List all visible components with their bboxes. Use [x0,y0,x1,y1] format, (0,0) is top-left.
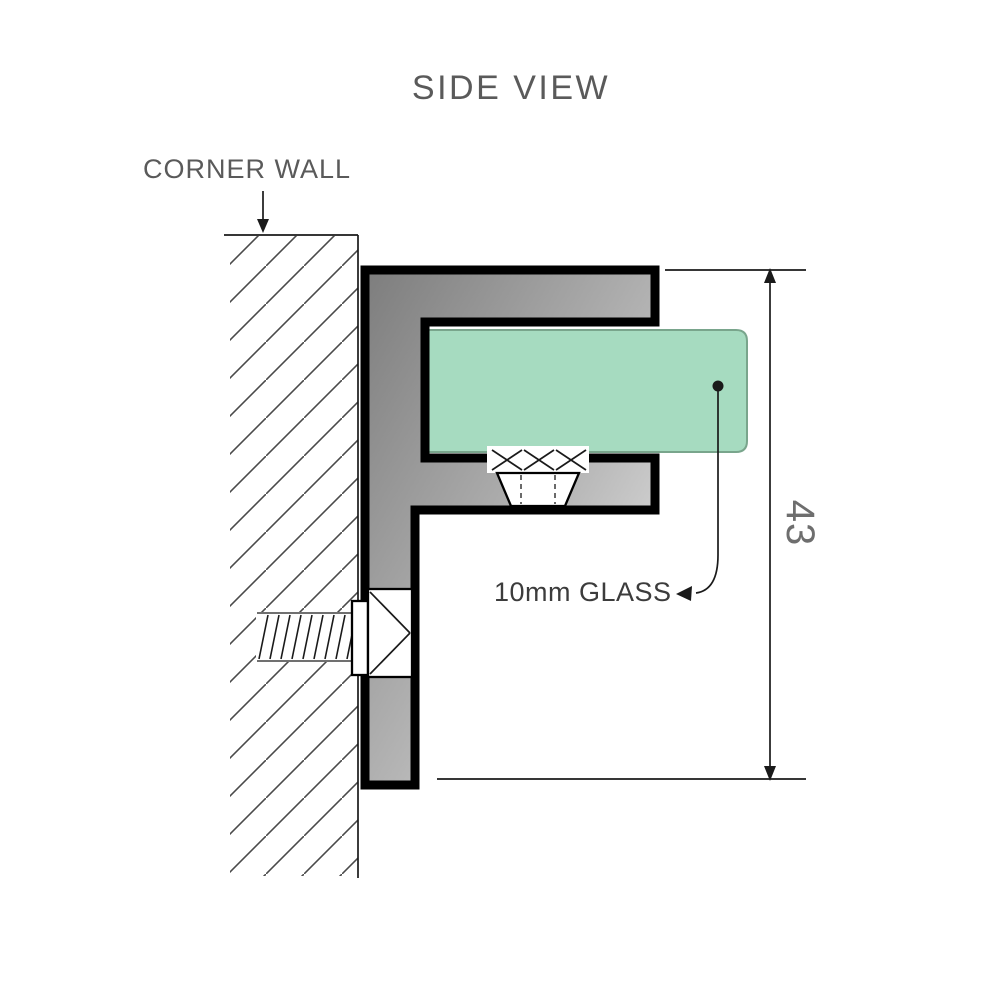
glass-label: 10mm GLASS [494,577,672,607]
clamp-bracket [360,265,660,790]
wall [224,234,359,878]
corner-wall-arrow-icon [257,191,269,233]
corner-wall-label: CORNER WALL [143,154,351,184]
screw-shank [256,612,368,662]
dimension-value: 43 [778,500,822,547]
wall-hatching [230,236,358,876]
grub-screw [487,446,589,508]
glass-leader-line [676,380,724,601]
screw-head [350,587,414,679]
dimension-height: 43 [437,268,822,781]
diagram-title: SIDE VIEW [412,69,610,107]
glass-leader-dot [712,380,724,392]
glass-panel [424,329,748,453]
